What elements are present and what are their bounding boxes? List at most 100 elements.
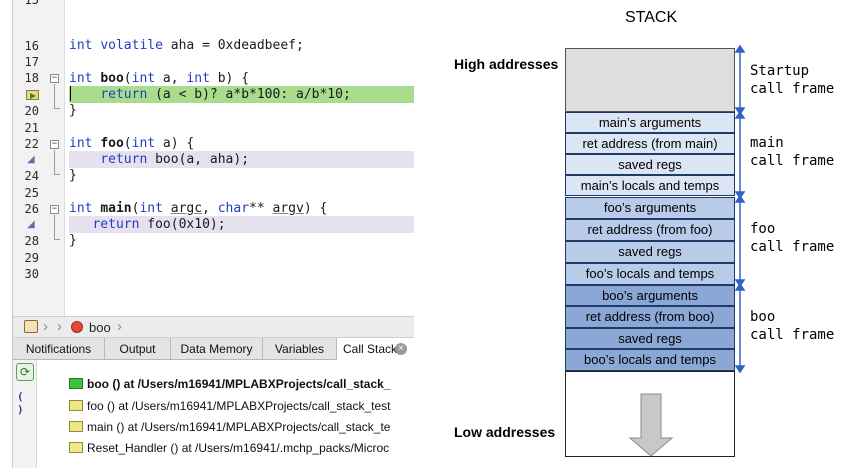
code-line[interactable]: } bbox=[69, 103, 77, 118]
call-stack-frame[interactable]: main () at /Users/m16941/MPLABXProjects/… bbox=[69, 417, 390, 437]
line-number: 26 bbox=[24, 202, 39, 216]
tab-notifications[interactable]: Notifications bbox=[13, 338, 105, 360]
line-number: 17 bbox=[24, 55, 39, 69]
frame-label-line: call frame bbox=[750, 153, 835, 169]
code-line[interactable]: } bbox=[69, 168, 77, 183]
file-icon[interactable] bbox=[24, 320, 38, 333]
call-site-line[interactable]: return foo(0x10); bbox=[69, 216, 414, 233]
tab-call-stack[interactable]: Call Stack × bbox=[337, 338, 414, 360]
call-stack-frame[interactable]: Reset_Handler () at /Users/m16941/.mchp_… bbox=[69, 438, 389, 458]
refresh-icon[interactable]: ⟳ bbox=[16, 363, 34, 381]
foo-arguments-cell: foo’s arguments bbox=[565, 197, 735, 219]
main-saved-regs-cell: saved regs bbox=[565, 154, 735, 175]
tab-label: Output bbox=[119, 342, 156, 356]
text-cursor bbox=[70, 86, 71, 101]
line-number: 18 bbox=[24, 71, 39, 85]
frame-text: boo () at /Users/m16941/MPLABXProjects/c… bbox=[87, 377, 391, 391]
line-number: 22 bbox=[24, 137, 39, 151]
stack-diagram: STACK High addresses Low addresses main’… bbox=[440, 0, 864, 468]
tab-label: Data Memory bbox=[180, 342, 253, 356]
line-number: 24 bbox=[24, 169, 39, 183]
chevron-right-icon: › bbox=[117, 318, 122, 335]
frame-brackets bbox=[734, 44, 746, 374]
frame-label-line: foo bbox=[750, 221, 776, 237]
fold-toggle-icon[interactable]: − bbox=[50, 139, 59, 149]
frame-text: foo () at /Users/m16941/MPLABXProjects/c… bbox=[87, 399, 391, 413]
line-number: 30 bbox=[24, 267, 39, 281]
call-stack-frame[interactable]: boo () at /Users/m16941/MPLABXProjects/c… bbox=[69, 374, 390, 394]
current-frame-icon bbox=[69, 378, 83, 389]
foo-frame-label: foo call frame bbox=[750, 220, 834, 256]
tab-label: Call Stack bbox=[343, 342, 398, 356]
tab-label: Notifications bbox=[25, 342, 92, 356]
line-number: 20 bbox=[24, 104, 39, 118]
tab-data-memory[interactable]: Data Memory bbox=[171, 338, 263, 360]
current-execution-line[interactable]: return (a < b)? a*b*100: a/b*10; bbox=[69, 86, 414, 103]
boo-ret-address-cell: ret address (from boo) bbox=[565, 306, 735, 328]
main-frame-label: main call frame bbox=[750, 134, 834, 170]
tab-label: Variables bbox=[274, 342, 325, 356]
frame-label-line: main bbox=[750, 135, 784, 151]
frame-icon bbox=[69, 442, 83, 453]
call-site-icon[interactable]: ◢ bbox=[27, 154, 35, 165]
output-tabs: Notifications Output Data Memory Variabl… bbox=[13, 338, 414, 360]
frame-label-line: call frame bbox=[750, 81, 835, 97]
fold-toggle-icon[interactable]: − bbox=[50, 73, 59, 83]
low-addresses-label: Low addresses bbox=[454, 424, 556, 440]
function-icon bbox=[71, 321, 83, 333]
boo-frame-label: boo call frame bbox=[750, 308, 834, 344]
fold-guide bbox=[54, 215, 55, 239]
fold-end bbox=[54, 239, 60, 240]
line-number: 25 bbox=[24, 186, 39, 200]
frame-label-line: call frame bbox=[750, 239, 835, 255]
boo-saved-regs-cell: saved regs bbox=[565, 328, 735, 349]
call-site-line[interactable]: return boo(a, aha); bbox=[69, 151, 414, 168]
tab-output[interactable]: Output bbox=[105, 338, 171, 360]
chevron-right-icon: › bbox=[57, 318, 62, 335]
fold-end bbox=[54, 174, 60, 175]
fold-guide bbox=[54, 150, 55, 174]
close-icon[interactable]: × bbox=[395, 343, 407, 355]
fold-toggle-icon[interactable]: − bbox=[50, 204, 59, 214]
frame-icon bbox=[69, 421, 83, 432]
call-stack-panel: ⟳ ( ) boo () at /Users/m16941/MPLABXProj… bbox=[13, 360, 414, 468]
frame-text: Reset_Handler () at /Users/m16941/.mchp_… bbox=[87, 441, 390, 455]
call-site-icon[interactable]: ◢ bbox=[27, 219, 35, 230]
frame-text: main () at /Users/m16941/MPLABXProjects/… bbox=[87, 420, 391, 434]
breadcrumb-function[interactable]: boo bbox=[89, 320, 111, 335]
foo-locals-cell: foo’s locals and temps bbox=[565, 263, 735, 285]
tab-variables[interactable]: Variables bbox=[263, 338, 337, 360]
code-line[interactable]: int main(int argc, char** argv) { bbox=[69, 201, 328, 216]
boo-locals-cell: boo’s locals and temps bbox=[565, 349, 735, 371]
fold-end bbox=[54, 108, 60, 109]
program-counter-icon[interactable] bbox=[26, 90, 39, 100]
startup-frame-region bbox=[565, 48, 735, 112]
main-locals-cell: main’s locals and temps bbox=[565, 175, 735, 196]
line-number: 16 bbox=[24, 39, 39, 53]
diagram-title: STACK bbox=[625, 9, 678, 26]
growth-arrow-icon bbox=[628, 393, 674, 457]
high-addresses-label: High addresses bbox=[454, 56, 559, 72]
code-line[interactable]: int boo(int a, int b) { bbox=[69, 71, 250, 86]
boo-arguments-cell: boo’s arguments bbox=[565, 285, 735, 306]
line-number: 28 bbox=[24, 234, 39, 248]
foo-saved-regs-cell: saved regs bbox=[565, 241, 735, 263]
chevron-right-icon: › bbox=[43, 318, 48, 335]
ide-panel: 15 16 17 18 20 21 22 24 25 26 28 29 30 ◢… bbox=[12, 0, 414, 468]
panel-toolbar: ⟳ ( ) bbox=[13, 360, 37, 468]
code-line[interactable]: } bbox=[69, 233, 77, 248]
fold-guide bbox=[54, 84, 55, 108]
frame-icon bbox=[69, 400, 83, 411]
free-stack-region bbox=[565, 371, 735, 457]
startup-frame-label: Startup call frame bbox=[750, 62, 834, 98]
call-stack-frame[interactable]: foo () at /Users/m16941/MPLABXProjects/c… bbox=[69, 396, 390, 416]
brackets-icon[interactable]: ( ) bbox=[17, 390, 24, 416]
main-ret-address-cell: ret address (from main) bbox=[565, 133, 735, 154]
frame-label-line: call frame bbox=[750, 327, 835, 343]
frame-label-line: boo bbox=[750, 309, 776, 325]
line-number-gutter: 15 16 17 18 20 21 22 24 25 26 28 29 30 ◢… bbox=[13, 0, 65, 316]
frame-label-line: Startup bbox=[750, 63, 810, 79]
code-line[interactable]: int foo(int a) { bbox=[69, 136, 195, 151]
clipped-line-number: 15 bbox=[24, 0, 39, 7]
code-line[interactable]: int volatile aha = 0xdeadbeef; bbox=[69, 38, 304, 53]
